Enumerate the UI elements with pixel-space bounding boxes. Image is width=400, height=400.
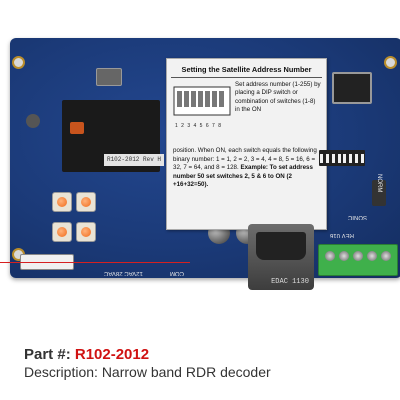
mounting-hole	[384, 56, 397, 69]
db9-connector: EDAC 1130	[248, 224, 314, 290]
label-title: Setting the Satellite Address Number	[171, 63, 322, 78]
dip-numbers: 1 2 3 4 5 6 7 8	[175, 123, 222, 129]
part-number: R102-2012	[74, 346, 150, 363]
component	[26, 114, 40, 128]
part-number-line: Part #: R102-2012	[24, 346, 149, 363]
description-text: Narrow band RDR decoder	[101, 364, 271, 380]
silk-com: COM	[170, 270, 184, 276]
orange-button	[52, 222, 72, 242]
silk-norm: NORM	[376, 174, 382, 193]
orange-button	[76, 192, 96, 212]
description-line: Description: Narrow band RDR decoder	[24, 364, 271, 380]
toggle-switch	[372, 180, 386, 206]
oscillator	[96, 68, 122, 86]
dip-switch	[319, 150, 365, 166]
silk-sonic: SONIC	[348, 214, 368, 220]
terminal-block	[318, 244, 398, 276]
silk-power: 12VAC 28VAC	[104, 270, 143, 276]
product-photo: R102-2012 Rev H Setting the Satellite Ad…	[0, 38, 400, 290]
label-binary-text: position. When ON, each switch equals th…	[173, 147, 317, 172]
board-id-sticker: R102-2012 Rev H	[104, 154, 164, 166]
part-label: Part #:	[24, 346, 71, 363]
red-wire	[0, 262, 190, 263]
small-component	[332, 72, 372, 104]
address-instruction-label: Setting the Satellite Address Number 1 2…	[166, 58, 327, 230]
label-example: Example: To set address number 50 set sw…	[173, 164, 313, 189]
silk-rev: REV 016	[330, 232, 355, 238]
label-text-b: position. When ON, each switch equals th…	[173, 147, 321, 190]
orange-button	[76, 222, 96, 242]
db9-text: EDAC 1130	[271, 278, 309, 286]
db9-socket	[256, 232, 306, 260]
orange-button	[52, 192, 72, 212]
module-pad	[70, 122, 84, 134]
dip-switch-diagram	[173, 86, 231, 116]
description-label: Description:	[24, 364, 98, 380]
mounting-hole	[12, 56, 25, 69]
label-text-a: Set address number (1-255) by placing a …	[235, 81, 321, 114]
